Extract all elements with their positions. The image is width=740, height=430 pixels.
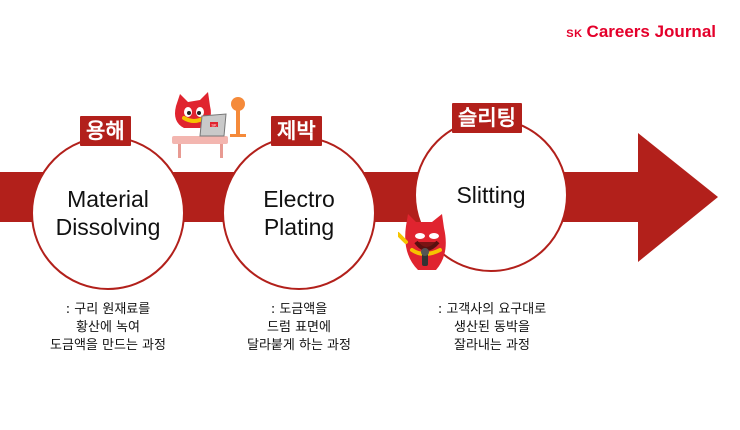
step-2-korean-label: 제박 [271, 116, 322, 146]
step-2-circle: Electro Plating [222, 136, 376, 290]
step-1-korean-label: 용해 [80, 116, 131, 146]
step-1-english: Material Dissolving [55, 186, 161, 240]
mascot-microphone-illustration [398, 214, 446, 270]
step-3-description: : 고객사의 요구대로 생산된 동박을 잘라내는 과정 [437, 302, 547, 353]
step-3-circle: Slitting [414, 118, 568, 272]
step-1-circle: Material Dissolving [31, 136, 185, 290]
sk-careers-journal-logo: SK Careers Journal [566, 22, 716, 42]
arrow-head [638, 133, 718, 262]
mascot-laptop-illustration: SK [172, 92, 246, 158]
step-2-description: : 도금액을 드럼 표면에 달라붙게 하는 과정 [247, 302, 351, 353]
laptop-sticker-text: SK [211, 123, 217, 128]
step-3-korean-label: 슬리팅 [452, 103, 522, 133]
logo-name: Careers Journal [586, 22, 716, 41]
logo-prefix: SK [566, 28, 583, 40]
step-3-english: Slitting [456, 182, 526, 208]
step-2-english: Electro Plating [263, 186, 335, 240]
step-1-description: : 구리 원재료를 황산에 녹여 도금액을 만드는 과정 [50, 302, 166, 353]
